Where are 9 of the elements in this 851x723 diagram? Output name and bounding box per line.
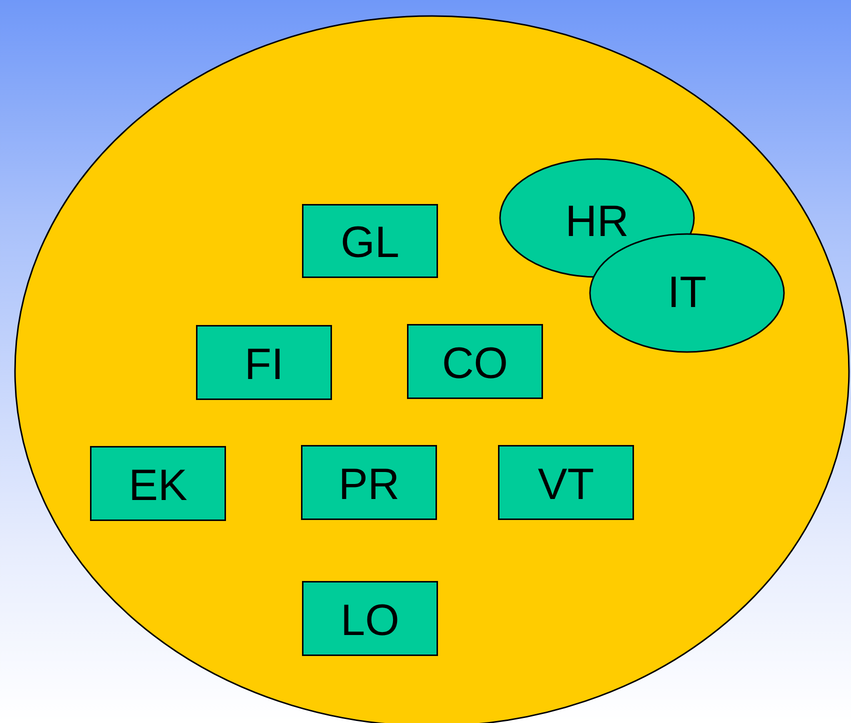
module-label: CO bbox=[442, 342, 508, 386]
module-label: FI bbox=[244, 342, 284, 386]
module-label: HR bbox=[565, 200, 629, 244]
module-label: EK bbox=[128, 464, 188, 508]
module-label: GL bbox=[340, 221, 400, 265]
module-label: VT bbox=[538, 462, 594, 506]
module-label: PR bbox=[338, 462, 400, 506]
module-label: LO bbox=[340, 598, 400, 642]
module-label: IT bbox=[667, 271, 707, 315]
